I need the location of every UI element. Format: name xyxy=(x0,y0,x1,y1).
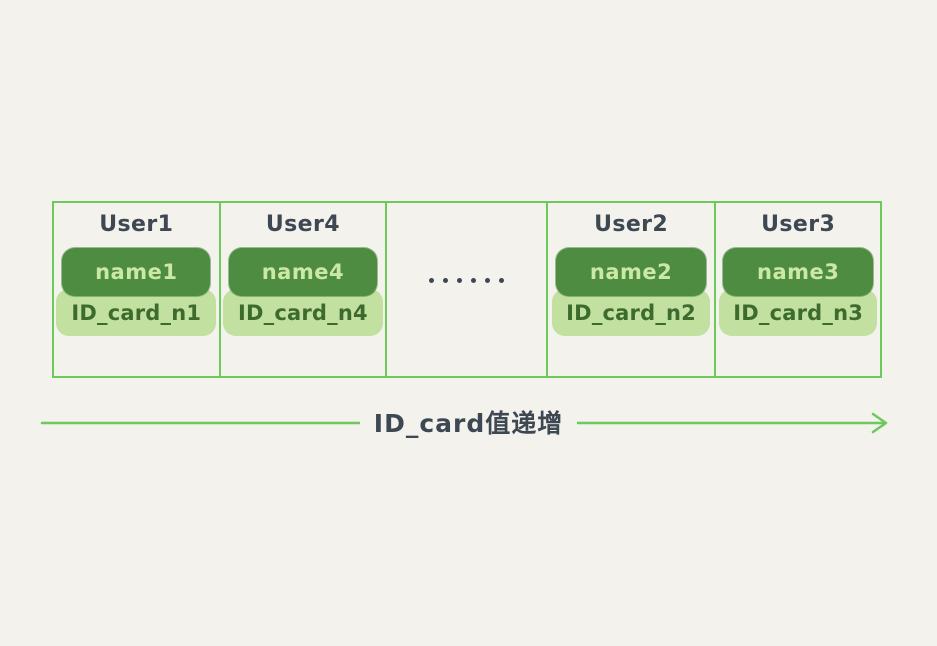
idcard-pill: ID_card_n2 xyxy=(552,289,711,336)
name-pill: name1 xyxy=(62,248,211,296)
ellipsis-dot xyxy=(456,278,462,283)
pill-stack: name3 ID_card_n3 xyxy=(716,248,880,336)
axis-caption: ID_card值递增 xyxy=(359,410,578,436)
name-pill: name3 xyxy=(723,248,874,296)
index-cell-user2[interactable]: User2 name2 ID_card_n2 xyxy=(548,203,717,376)
idcard-pill: ID_card_n1 xyxy=(56,289,217,336)
axis-caption-wrap: ID_card值递增 xyxy=(40,402,897,444)
pill-stack: name4 ID_card_n4 xyxy=(221,248,386,336)
ellipsis-dot xyxy=(428,278,434,283)
ellipsis-dot xyxy=(442,278,448,283)
ellipsis-dot xyxy=(470,278,476,283)
pill-stack: name2 ID_card_n2 xyxy=(548,248,715,336)
ellipsis-icon xyxy=(387,203,546,376)
user-label: User2 xyxy=(594,212,669,237)
idcard-pill: ID_card_n3 xyxy=(719,289,878,336)
ellipsis-dot xyxy=(484,278,490,283)
user-label: User1 xyxy=(99,212,174,237)
pill-stack: name1 ID_card_n1 xyxy=(54,248,219,336)
user-label: User3 xyxy=(761,212,836,237)
ellipsis-dot xyxy=(498,278,504,283)
user-label: User4 xyxy=(265,212,340,237)
index-cell-ellipsis xyxy=(387,203,548,376)
index-cell-user4[interactable]: User4 name4 ID_card_n4 xyxy=(221,203,388,376)
index-row-table: User1 name1 ID_card_n1 User4 name4 ID_ca… xyxy=(52,201,882,378)
name-pill: name2 xyxy=(556,248,707,296)
idcard-pill: ID_card_n4 xyxy=(222,289,383,336)
index-cell-user1[interactable]: User1 name1 ID_card_n1 xyxy=(54,203,221,376)
ordering-axis: ID_card值递增 xyxy=(40,402,897,444)
index-cell-user3[interactable]: User3 name3 ID_card_n3 xyxy=(716,203,880,376)
name-pill: name4 xyxy=(228,248,377,296)
